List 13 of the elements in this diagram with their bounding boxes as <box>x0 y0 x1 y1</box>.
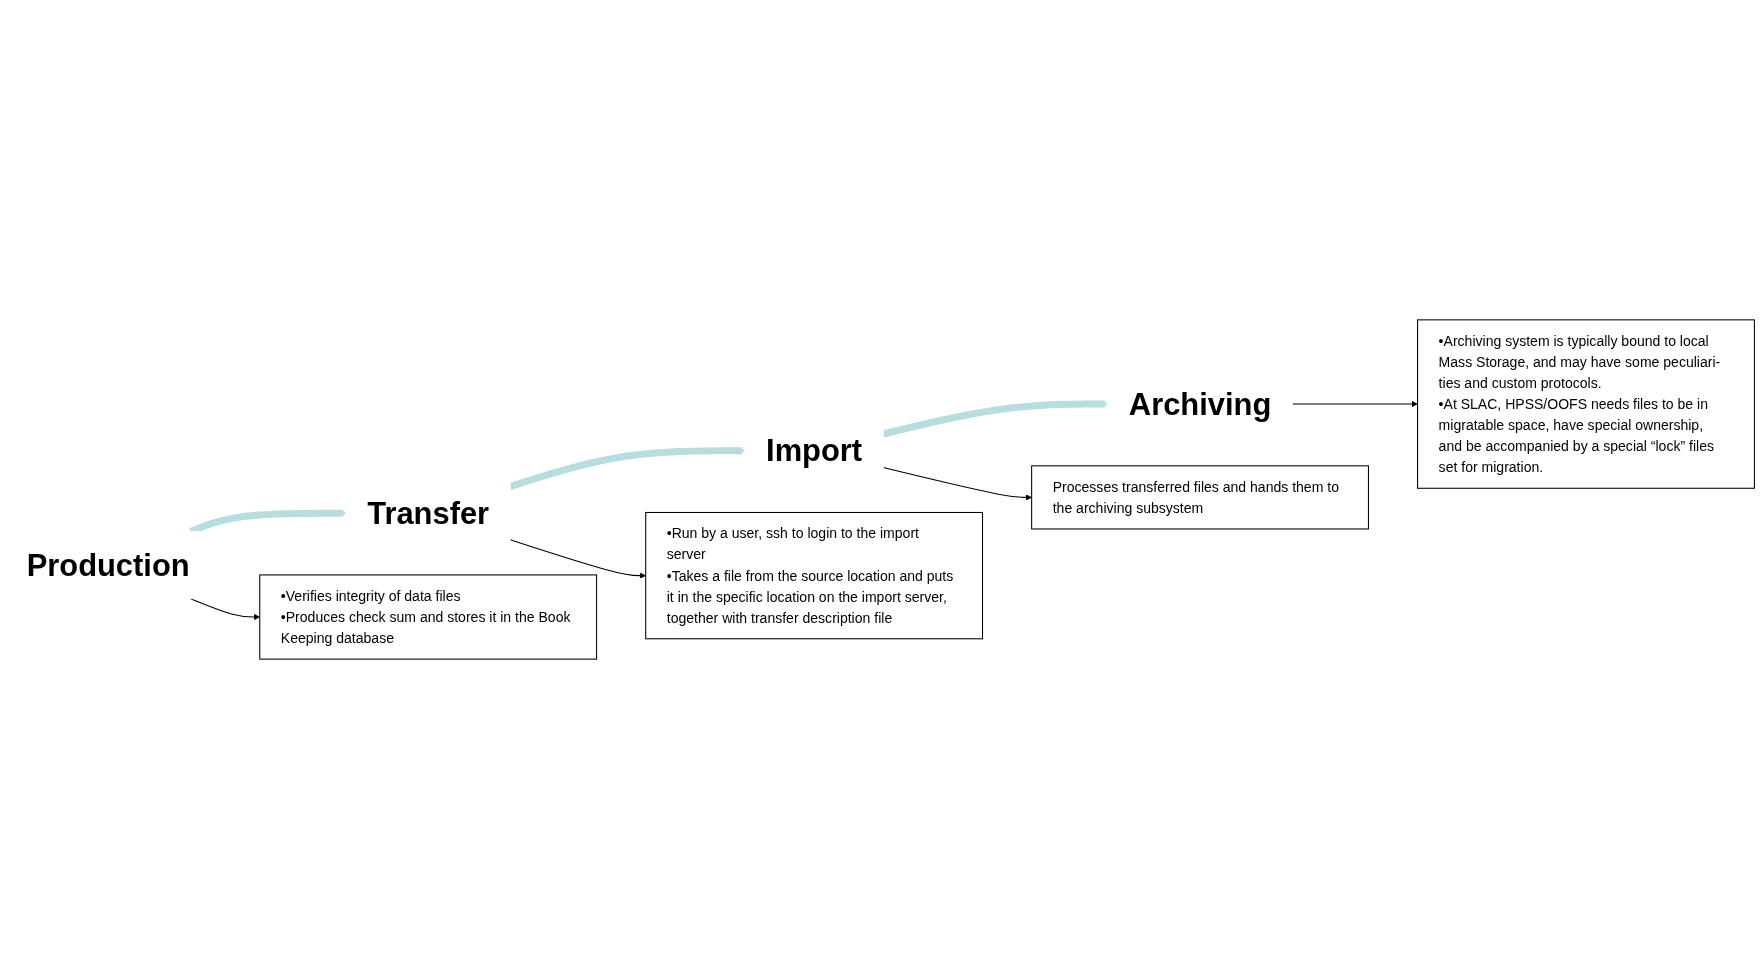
node-box: •Archiving system is typically bound to local Mass Storage, and may have some peculiari-ties and custom protocols. •At SLAC, HPSS/OOFS needs files to be in migratable space, have special ownership, and be accompanied by a special “lock” files set for migration. <box>1417 319 1755 489</box>
arrow <box>882 400 1109 438</box>
node-text: Import <box>766 433 863 468</box>
arrow <box>509 539 646 579</box>
node-text: Production <box>26 547 190 582</box>
node-box: •Run by a user, ssh to login to the import server •Takes a file from the source location and puts it in the specific location on the import server, together with transfer description file <box>645 511 984 640</box>
arrow <box>882 466 1032 501</box>
node-box: Processes transferred files and hands them to the archiving subsystem <box>1031 465 1369 530</box>
node-text: Transfer <box>367 495 490 531</box>
arrow <box>509 447 746 490</box>
arrow <box>1291 401 1418 408</box>
node-box: •Verifies integrity of data files •Produces check sum and stores it in the Book Keeping database <box>259 574 598 660</box>
node-text: Archiving <box>1128 386 1272 421</box>
